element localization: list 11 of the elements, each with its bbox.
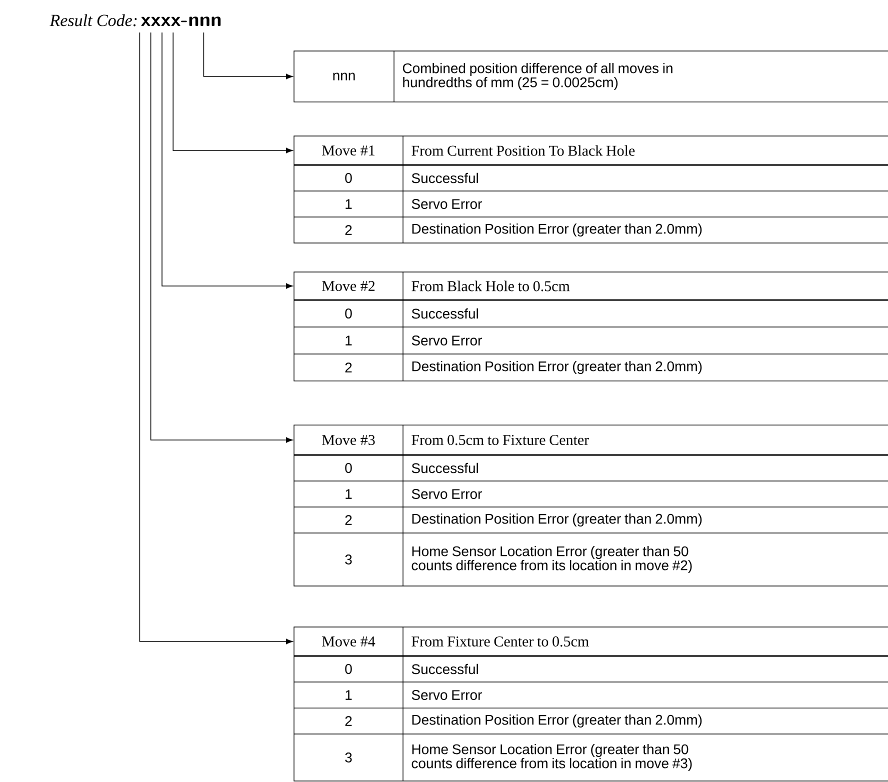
- arrow: [162, 32, 293, 289]
- arrow: [150, 32, 293, 443]
- arrow: [172, 32, 293, 154]
- code-table: Move #1 From Current Position To Black Hole 0 Successful 1 Servo Error 2 Destination Position Error (greater than 2.0mm): [294, 136, 888, 244]
- arrow: [203, 32, 293, 80]
- arrow: [139, 32, 293, 644]
- code-table: Move #3 From 0.5cm to Fixture Center 0 Successful 1 Servo Error 2 Destination Position Error (greater than 2.0mm) 3 Home Sensor Location Error (greater than 50 counts difference from its location in move #2): [294, 424, 888, 586]
- code-table: nnn Combined position difference of all moves in hundredths of mm (25 = 0.0025cm): [294, 50, 888, 102]
- code-table: Move #2 From Black Hole to 0.5cm 0 Successful 1 Servo Error 2 Destination Position Error (greater than 2.0mm): [294, 272, 888, 382]
- result-code-text: Result Code: xxxx-nnn: [50, 14, 221, 26]
- code-table: Move #4 From Fixture Center to 0.5cm 0 Successful 1 Servo Error 2 Destination Position Error (greater than 2.0mm) 3 Home Sensor Location Error (greater than 50 counts difference from its location in move #3): [294, 626, 888, 782]
